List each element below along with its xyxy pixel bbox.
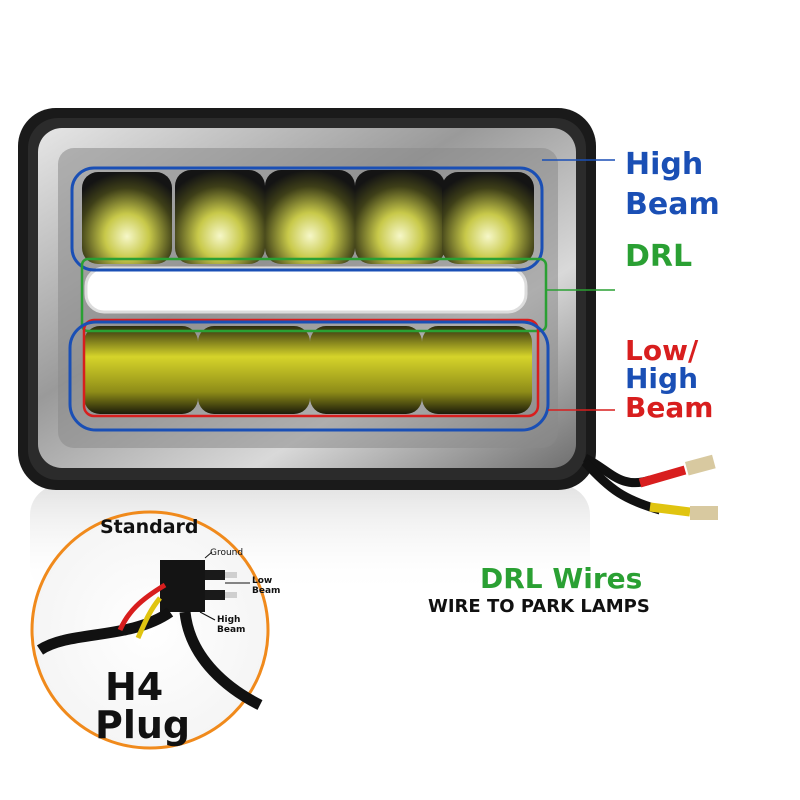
high-beam-label-line1: High [625,147,704,182]
high-beam-outline [70,166,544,272]
drl-outline [80,257,548,333]
low-high-beam-label-line3: Beam [625,391,714,424]
low-high-beam-label-line1: Low/ [625,334,699,367]
high-beam-outline-lower [68,320,550,432]
low-high-beam-label-line2: High [625,362,699,395]
h4-plug-connector [36,551,263,710]
drl-wires [581,453,718,520]
drl-wires-label: DRL Wires [480,562,643,595]
high-beam-label-line2: Beam [625,187,720,222]
inset-low-beam-line2: Beam [252,586,281,596]
drl-light-bar [86,268,526,312]
drl-label: DRL [625,239,693,274]
wire-to-park-lamps-label: WIRE TO PARK LAMPS [428,596,650,617]
inset-plug-label: Plug [95,703,191,747]
low-beam-outline [82,318,540,418]
inset-high-beam-line1: High [217,615,241,625]
inset-low-beam-line1: Low [252,576,273,586]
inset-standard-label: Standard [100,516,199,538]
inset-h4-label: H4 [105,665,164,709]
upper-lens-cells [82,170,534,264]
lower-lens-cells [84,326,532,414]
inset-high-beam-line2: Beam [217,625,246,635]
inset-ground-label: Ground [210,548,244,558]
